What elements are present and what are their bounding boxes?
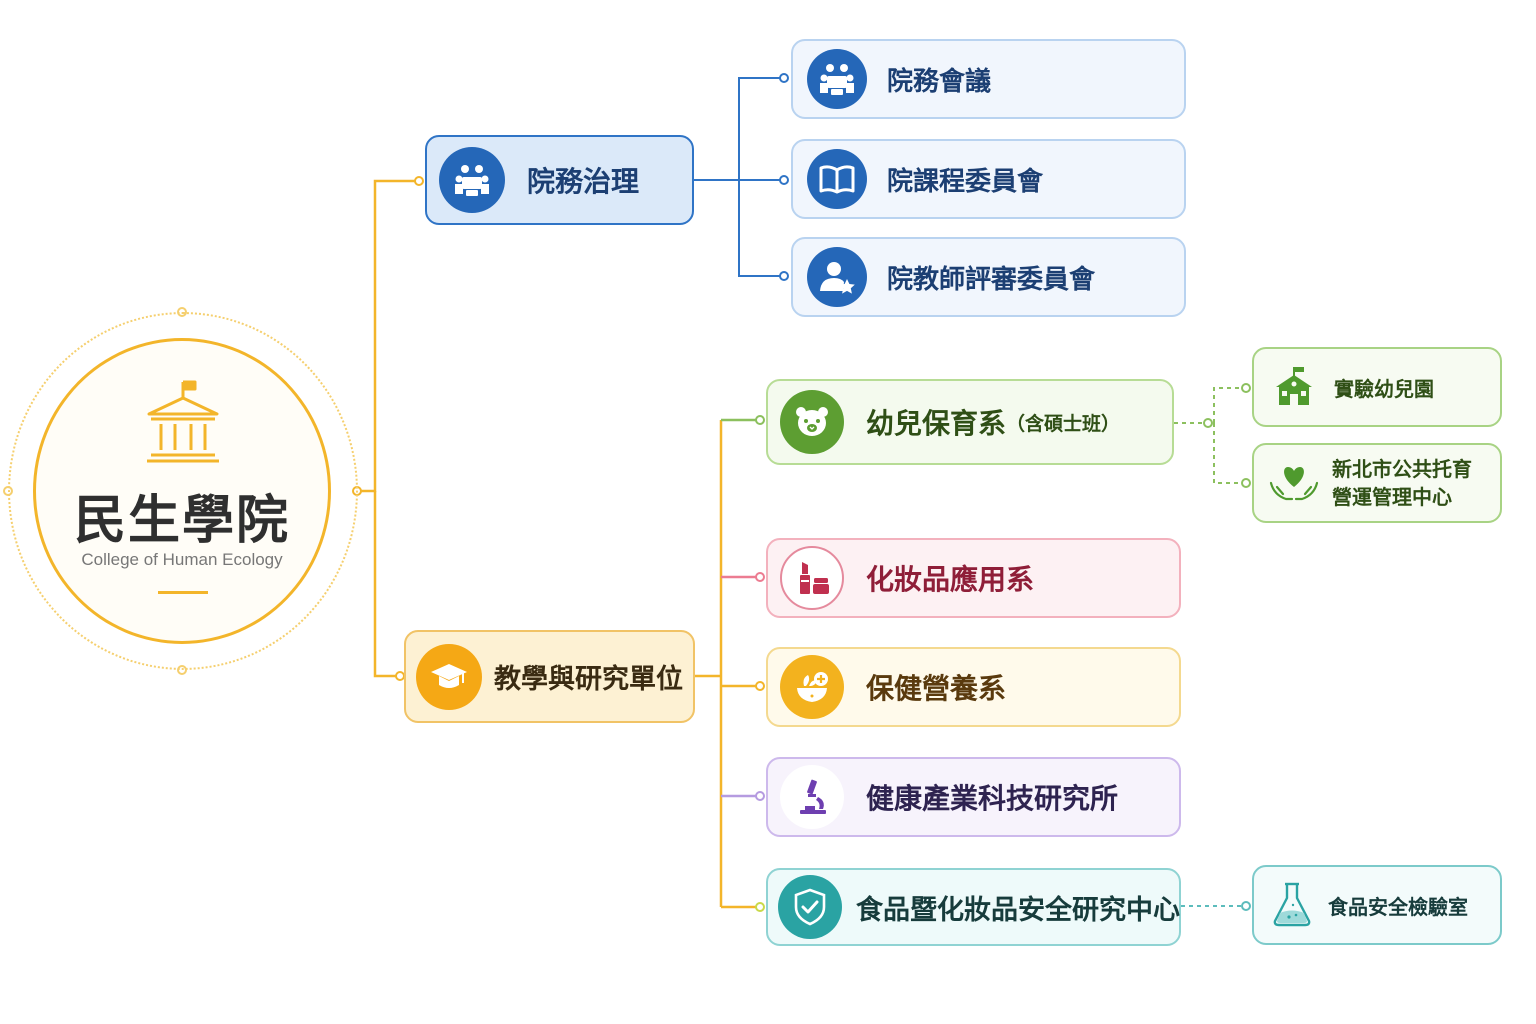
- meeting-icon: [807, 49, 867, 109]
- microscope-icon: [780, 765, 844, 829]
- root-divider: [158, 591, 208, 594]
- node-label: 食品安全檢驗室: [1328, 894, 1468, 919]
- school-icon: [1276, 367, 1312, 405]
- node-teaching-research[interactable]: 教學與研究單位: [404, 630, 695, 723]
- node-food-safety-lab[interactable]: 食品安全檢驗室: [1252, 865, 1502, 945]
- connector-dot: [755, 681, 765, 691]
- connector-dot: [779, 73, 789, 83]
- connector-dot: [1203, 418, 1213, 428]
- node-experimental-kindergarten[interactable]: 實驗幼兒園: [1252, 347, 1502, 427]
- lipstick-icon: [780, 546, 844, 610]
- connector-dot: [1241, 901, 1251, 911]
- book-icon: [807, 149, 867, 209]
- connector-dot: [755, 902, 765, 912]
- university-building-icon: [147, 380, 219, 463]
- connector-dot: [755, 572, 765, 582]
- bowl-icon: [780, 655, 844, 719]
- node-label: 保健營養系: [866, 672, 1007, 705]
- heart-hands-icon: [1269, 467, 1319, 501]
- node-health-industry-institute[interactable]: 健康產業科技研究所: [766, 757, 1181, 837]
- connector-dot: [779, 175, 789, 185]
- connector-dot: [779, 271, 789, 281]
- root-subtitle: College of Human Ecology: [81, 550, 283, 569]
- node-child-care-dept[interactable]: 幼兒保育系 （含碩士班）: [766, 379, 1174, 465]
- shield-check-icon: [778, 875, 842, 939]
- graduation-cap-icon: [416, 643, 482, 710]
- connector-dot: [755, 415, 765, 425]
- node-label: 化妝品應用系: [866, 563, 1035, 596]
- node-label-note: （含碩士班）: [1006, 412, 1121, 435]
- node-cosmetic-application-dept[interactable]: 化妝品應用系: [766, 538, 1181, 618]
- node-health-nutrition-dept[interactable]: 保健營養系: [766, 647, 1181, 727]
- connector-dot: [1241, 383, 1251, 393]
- node-label-line2: 營運管理中心: [1332, 485, 1452, 509]
- root-outer-ring: [8, 312, 358, 670]
- node-governance[interactable]: 院務治理: [425, 135, 694, 225]
- node-label: 院教師評審委員會: [887, 264, 1096, 295]
- person-star-icon: [807, 247, 867, 307]
- flask-icon: [1273, 882, 1311, 927]
- node-label: 院務治理: [527, 165, 640, 198]
- connector-dot: [755, 791, 765, 801]
- meeting-icon: [439, 147, 505, 213]
- connector-dot: [1241, 478, 1251, 488]
- node-label: 院務會議: [887, 66, 992, 97]
- node-curriculum-committee[interactable]: 院課程委員會: [791, 139, 1186, 219]
- node-label: 幼兒保育系: [866, 407, 1007, 440]
- root-title: 民生學院: [73, 491, 290, 551]
- node-label: 新北市公共托育: [1332, 457, 1472, 481]
- node-label: 教學與研究單位: [494, 664, 683, 695]
- node-label: 食品暨化妝品安全研究中心: [856, 894, 1180, 926]
- node-food-cosmetic-safety-center[interactable]: 食品暨化妝品安全研究中心: [766, 868, 1181, 946]
- node-public-childcare-center[interactable]: 新北市公共托育 營運管理中心: [1252, 443, 1502, 523]
- node-label: 院課程委員會: [887, 166, 1044, 197]
- connector-dot: [414, 176, 424, 186]
- node-council-meeting[interactable]: 院務會議: [791, 39, 1186, 119]
- node-label: 實驗幼兒園: [1334, 376, 1434, 401]
- node-faculty-review-committee[interactable]: 院教師評審委員會: [791, 237, 1186, 317]
- bear-icon: [780, 390, 844, 454]
- node-label: 健康產業科技研究所: [866, 782, 1119, 815]
